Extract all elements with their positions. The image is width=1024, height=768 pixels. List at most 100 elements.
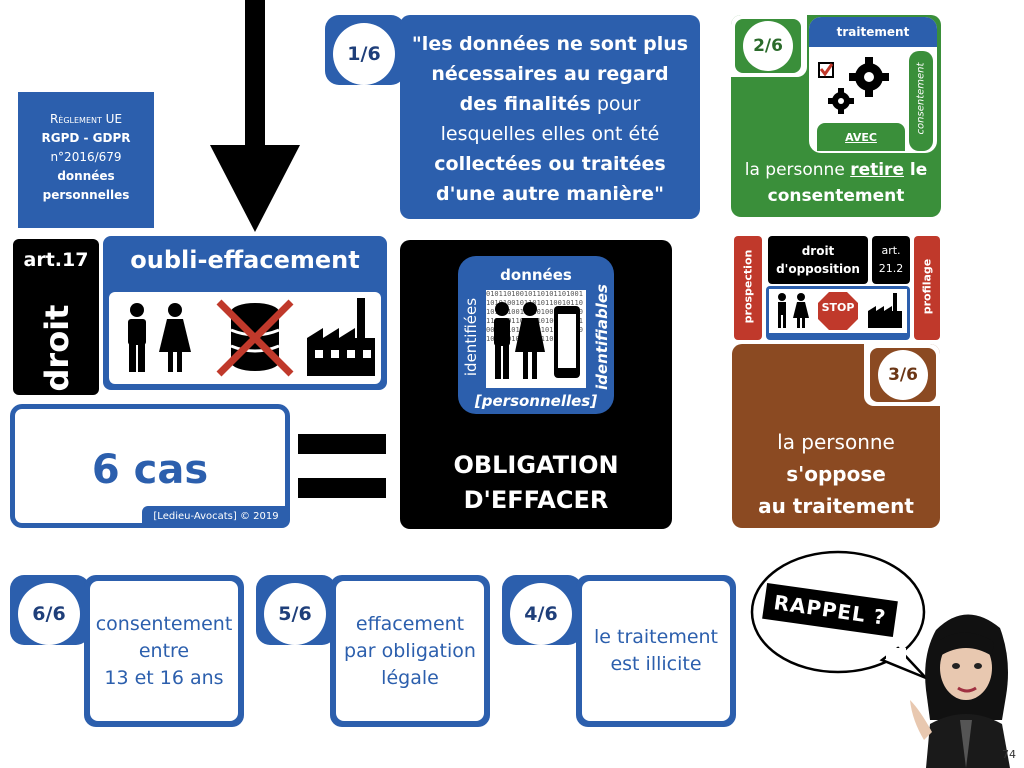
copyright-text: [Ledieu-Avocats] © 2019 (153, 511, 279, 522)
regulation-line1: Règlement UE (49, 112, 123, 126)
prospection-bar: prospection (734, 236, 762, 340)
article-21-tab: art. 21.2 (872, 236, 910, 284)
case2-text-part3: le (903, 160, 928, 180)
case2-text-consentement: consentement (767, 186, 905, 206)
case5-line3: légale (381, 666, 439, 689)
oubli-effacement-icons (109, 292, 381, 384)
profilage-label: profilage (920, 258, 934, 315)
case4-line2: est illicite (610, 653, 702, 675)
regulation-line5: personnelles (42, 188, 130, 202)
obligation-line2: D'EFFACER (463, 486, 609, 514)
case4-number: 4/6 (524, 603, 558, 625)
case2-number: 2/6 (753, 36, 783, 56)
case5-card: 5/6 effacement par obligation légale (256, 575, 490, 727)
regulation-line4: données (57, 169, 115, 183)
article-black-box: art.17 droit (13, 239, 99, 395)
avatar (910, 614, 1010, 768)
case2-text-retire: retire (850, 160, 904, 180)
equals-sign (298, 434, 386, 500)
case5-line1: effacement (355, 612, 465, 635)
donnees-label: données (500, 266, 572, 284)
consent-graphic: traitement consentement AVEC (809, 17, 937, 153)
oubli-effacement-panel: oubli-effacement (103, 236, 387, 390)
case4-badge: 4/6 (502, 575, 582, 645)
profilage-bar: profilage (914, 236, 940, 340)
equals-top-bar (298, 434, 386, 454)
case6-line3: 13 et 16 ans (104, 666, 224, 689)
article-droit-vertical: droit (38, 304, 76, 392)
equals-bottom-bar (298, 478, 386, 498)
binary-panel: 0101101001011010110100110101001011010110… (486, 290, 586, 388)
regulation-box: Règlement UE RGPD - GDPR n°2016/679 donn… (18, 92, 154, 228)
six-cases-label: 6 cas (91, 447, 209, 493)
case1-text-regular: pour lesquelles elles ont été (440, 93, 660, 145)
case6-number: 6/6 (32, 603, 66, 625)
case2-box: 2/6 traitement consentement AVEC (731, 15, 941, 217)
identifiees-label: identifiées (462, 297, 480, 377)
case5-frame: effacement par obligation légale (330, 575, 490, 727)
case4-frame: le traitement est illicite (576, 575, 736, 727)
case3-line2: s'oppose (786, 462, 886, 486)
case6-card: 6/6 consentement entre 13 et 16 ans (10, 575, 244, 727)
factory-icon (868, 293, 902, 328)
case1-text-bold1: "les données ne sont plus nécessaires au… (411, 33, 689, 115)
gears-check-icon (818, 57, 889, 114)
case4-card: 4/6 le traitement est illicite (502, 575, 736, 727)
down-arrow-icon (210, 0, 300, 232)
personnelles-label: [personnelles] (474, 392, 598, 410)
art-number-label: 21.2 (878, 262, 904, 275)
opposition-icons-panel: STOP (766, 286, 910, 340)
case6-frame: consentement entre 13 et 16 ans (84, 575, 244, 727)
case1-text-bold2: collectées ou traitées d'une autre maniè… (434, 153, 666, 205)
case2-badge: 2/6 (735, 19, 801, 73)
copyright-badge: [Ledieu-Avocats] © 2019 (142, 506, 290, 528)
case3-line3: au traitement (758, 494, 914, 518)
case1-number-circle: 1/6 (333, 23, 395, 85)
obligation-line1: OBLIGATION (453, 451, 619, 479)
case1-number: 1/6 (347, 43, 381, 65)
consent-traitement-tab: traitement (809, 17, 937, 47)
consent-avec-label: AVEC (845, 131, 877, 144)
case6-badge: 6/6 (10, 575, 90, 645)
personal-data-frame: données identifiées identifiables [perso… (458, 256, 614, 414)
stop-sign-icon (818, 292, 858, 330)
six-cases-box: 6 cas [Ledieu-Avocats] © 2019 (10, 404, 290, 528)
page-number: 74 (1002, 748, 1016, 761)
case5-badge: 5/6 (256, 575, 336, 645)
case4-line1: le traitement (593, 626, 719, 648)
droit-opposition-tab: droit d'opposition (768, 236, 868, 284)
case6-line2: entre (138, 639, 190, 662)
prospection-label: prospection (741, 249, 755, 324)
stop-sign-label: STOP (821, 301, 855, 314)
database-crossed-icon (216, 299, 294, 377)
regulation-line3: n°2016/679 (50, 150, 122, 164)
case5-box: effacement par obligation légale (336, 581, 484, 721)
case2-text-part1: la personne (744, 160, 851, 180)
case3-line1: la personne (777, 430, 895, 454)
art-label: art. (881, 244, 901, 257)
case3-text: la personne s'oppose au traitement (732, 426, 940, 522)
case6-box: consentement entre 13 et 16 ans (90, 581, 238, 721)
droit-label: droit (801, 244, 835, 258)
case3-box: 3/6 la personne s'oppose au traitement (732, 344, 940, 528)
consent-vertical-label: consentement (915, 62, 927, 135)
people-icon (778, 293, 809, 328)
identifiables-label: identifiables (593, 284, 611, 390)
case3-badge: 3/6 (870, 348, 936, 402)
case3-number: 3/6 (888, 365, 918, 385)
consent-vertical-tab: consentement (909, 51, 933, 151)
dopposition-label: d'opposition (776, 262, 860, 276)
factory-icon (307, 298, 375, 376)
case5-line2: par obligation (344, 639, 476, 662)
case5-number: 5/6 (278, 603, 312, 625)
people-phone-icon (494, 302, 580, 379)
opposition-graphic: prospection profilage droit d'opposition… (734, 236, 940, 340)
obligation-box: données identifiées identifiables [perso… (400, 240, 672, 529)
consent-traitement-label: traitement (836, 25, 910, 39)
case1-box: "les données ne sont plus nécessaires au… (400, 15, 700, 219)
regulation-line2: RGPD - GDPR (41, 131, 131, 145)
oubli-effacement-title: oubli-effacement (130, 246, 360, 274)
case6-line1: consentement (95, 612, 233, 635)
case2-text: la personne retire le consentement (731, 157, 941, 209)
case4-box: le traitement est illicite (582, 581, 730, 721)
